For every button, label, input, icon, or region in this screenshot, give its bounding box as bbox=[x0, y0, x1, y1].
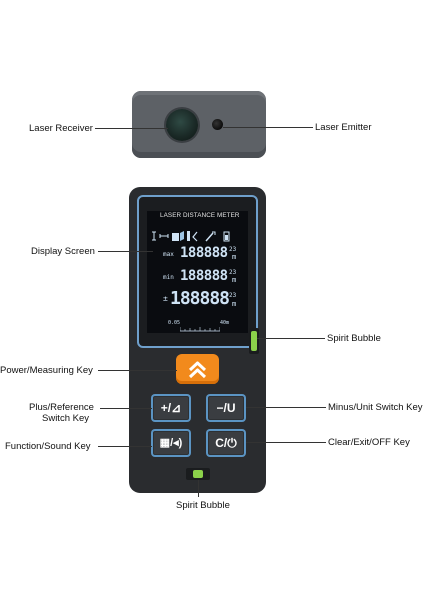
spirit-bubble-bottom bbox=[193, 470, 203, 478]
laser-emitter-lens bbox=[212, 119, 223, 130]
leader-spirit-bubble-right bbox=[257, 338, 325, 339]
label-display-screen: Display Screen bbox=[31, 246, 95, 257]
lcd-icon-row bbox=[151, 229, 241, 243]
device-top-view bbox=[132, 91, 266, 158]
power-measuring-key[interactable] bbox=[176, 354, 219, 384]
lcd-row2-unit: m bbox=[232, 276, 237, 284]
leader-laser-receiver bbox=[95, 128, 168, 129]
label-laser-receiver: Laser Receiver bbox=[29, 123, 93, 134]
leader-power-key bbox=[98, 370, 177, 371]
lcd-row1-unit: m bbox=[232, 253, 237, 261]
label-spirit-bubble-right: Spirit Bubble bbox=[327, 333, 381, 344]
minus-unit-key[interactable]: −/U bbox=[206, 394, 246, 422]
display-screen bbox=[147, 211, 248, 333]
lcd-scale-end: 40m bbox=[220, 320, 230, 326]
leader-function-key bbox=[98, 446, 152, 447]
laser-receiver-lens bbox=[166, 109, 198, 141]
lcd-main-digits: 188888 bbox=[170, 288, 230, 309]
label-spirit-bubble-bottom: Spirit Bubble bbox=[176, 500, 230, 511]
label-power-key: Power/Measuring Key bbox=[0, 365, 93, 376]
lcd-max-label: max bbox=[163, 251, 174, 258]
lcd-min-label: min bbox=[163, 274, 174, 281]
lcd-title: LASER DISTANCE METER bbox=[160, 212, 240, 219]
clear-exit-off-key[interactable]: C/⏻ bbox=[206, 429, 246, 457]
lcd-sign: ± bbox=[163, 294, 168, 303]
lcd-main-unit: m bbox=[232, 300, 237, 308]
leader-spirit-bubble-bottom bbox=[198, 480, 199, 497]
leader-laser-emitter bbox=[223, 127, 313, 128]
leader-display-screen bbox=[98, 251, 153, 252]
lcd-row1-small: 23 bbox=[229, 246, 237, 253]
lcd-row2-small: 23 bbox=[229, 269, 237, 276]
label-laser-emitter: Laser Emitter bbox=[315, 122, 372, 133]
lcd-scale-ruler bbox=[179, 320, 221, 338]
leader-plus-key bbox=[100, 408, 152, 409]
lcd-scale-start: 0.05 bbox=[168, 320, 181, 326]
function-sound-key[interactable]: ▦/◂) bbox=[151, 429, 191, 457]
lcd-main-small: 23 bbox=[229, 292, 237, 299]
label-plus-key-line2: Switch Key bbox=[42, 413, 89, 424]
lcd-mode-icons bbox=[152, 231, 230, 242]
label-function-key: Function/Sound Key bbox=[5, 441, 91, 452]
leader-minus-key bbox=[246, 407, 326, 408]
leader-clear-key bbox=[246, 442, 326, 443]
plus-reference-key[interactable]: +/⊿ bbox=[151, 394, 191, 422]
label-minus-key: Minus/Unit Switch Key bbox=[328, 402, 423, 413]
label-plus-key-line1: Plus/Reference bbox=[29, 402, 94, 413]
lcd-row1-digits: 188888 bbox=[180, 245, 228, 261]
spirit-bubble-right bbox=[251, 331, 257, 351]
label-clear-key: Clear/Exit/OFF Key bbox=[328, 437, 410, 448]
double-chevron-up-icon bbox=[188, 361, 207, 379]
lcd-row2-digits: 188888 bbox=[180, 268, 228, 284]
